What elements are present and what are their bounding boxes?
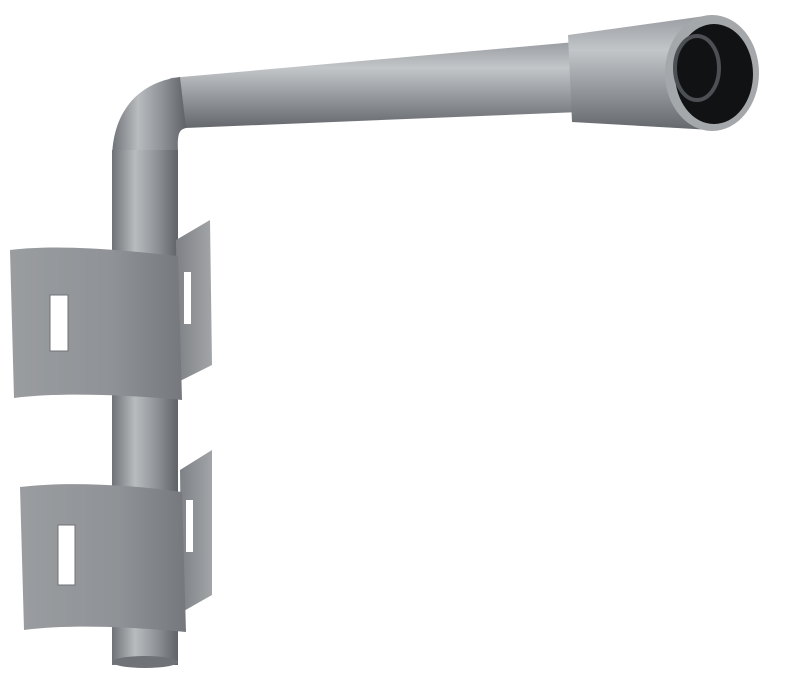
upper-bracket-right-wing: [176, 220, 212, 382]
inner-tube-rim: [673, 34, 721, 102]
lower-left-slot: [57, 524, 76, 586]
upper-bracket-plate: [10, 247, 182, 400]
pipe-bottom-end: [112, 656, 178, 668]
lower-right-slot: [186, 500, 193, 552]
horizontal-arm: [170, 42, 580, 128]
upper-right-slot: [184, 272, 191, 324]
upper-left-slot: [49, 294, 69, 352]
lower-bracket-right-wing: [180, 450, 212, 612]
lower-bracket-plate: [20, 484, 186, 632]
